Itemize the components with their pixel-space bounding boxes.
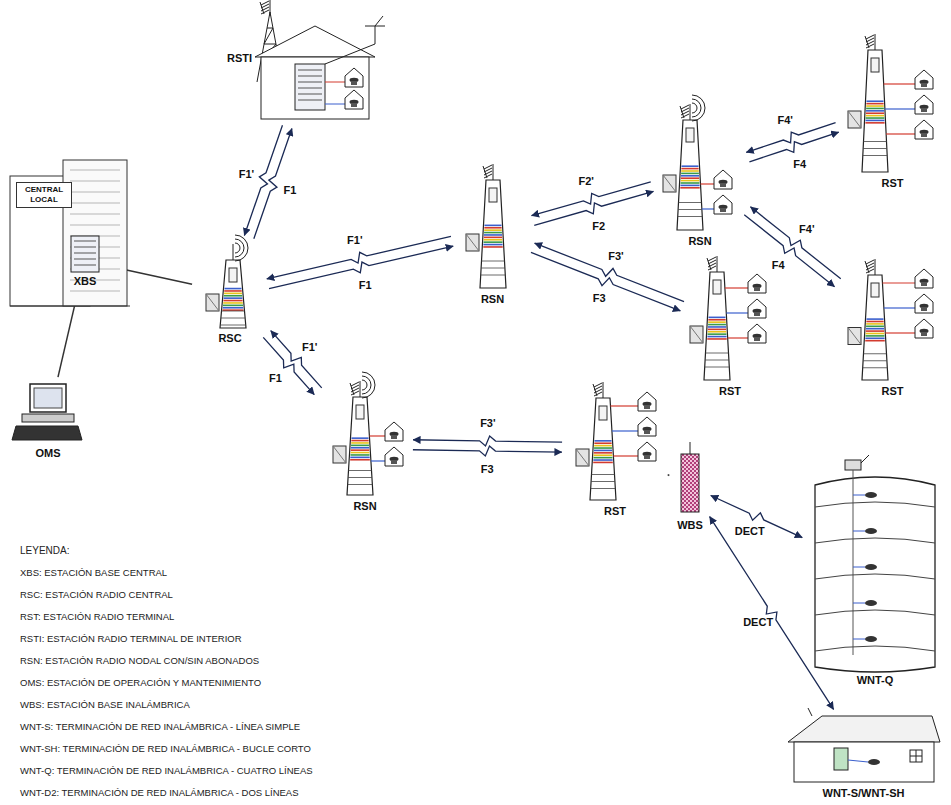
radio-link — [746, 123, 835, 153]
radio-link — [750, 207, 840, 279]
radio-station: RSN — [320, 375, 410, 513]
legend-entry: WBS: ESTACIÓN BASE INALÁMBRICA — [20, 694, 313, 716]
station-label: RSTI — [227, 52, 252, 65]
frequency-label: DECT — [733, 525, 767, 537]
frequency-label: F4' — [776, 114, 795, 126]
equipment-node: RSTI — [225, 12, 390, 124]
station-illustration — [225, 12, 390, 124]
frequency-label: F4' — [797, 223, 816, 235]
frequency-label: F1 — [357, 279, 374, 291]
radio-station: RST — [840, 28, 945, 190]
radio-station: RSC — [195, 240, 265, 345]
radio-link — [535, 243, 684, 302]
radio-station: RSN — [455, 158, 530, 306]
frequency-label: F1' — [237, 168, 256, 180]
station-label: RSN — [481, 293, 504, 306]
equipment-node: WNT-S/WNT-SH — [782, 712, 945, 800]
legend-entry: RSN: ESTACIÓN RADIO NODAL CON/SIN ABONAD… — [20, 650, 313, 672]
legend-entry: RST: ESTACIÓN RADIO TERMINAL — [20, 606, 313, 628]
wire — [668, 474, 670, 476]
radio-link — [413, 436, 562, 446]
radio-station: RSN — [655, 98, 745, 248]
frequency-label: F3' — [606, 250, 625, 262]
equipment-node: WNT-Q — [805, 455, 945, 687]
equipment-node: XBS — [66, 234, 104, 288]
station-illustration — [805, 455, 945, 687]
frequency-label: F1 — [281, 184, 298, 196]
radio-station: RST — [565, 378, 665, 518]
station-label: RSC — [218, 332, 241, 345]
legend-entry: OMS: ESTACIÓN DE OPERACIÓN Y MANTENIMIEN… — [20, 672, 313, 694]
station-illustration — [320, 375, 410, 513]
station-label: CENTRAL LOCAL — [16, 182, 72, 208]
legend-box: LEYENDA:XBS: ESTACIÓN BASE CENTRALRSC: E… — [20, 540, 313, 804]
frequency-label: F1' — [345, 234, 364, 246]
frequency-label: F4 — [791, 158, 808, 170]
frequency-label: F2 — [590, 220, 607, 232]
station-illustration — [655, 98, 745, 248]
station-illustration — [8, 158, 133, 308]
frequency-label: F4 — [770, 259, 787, 271]
station-label: WNT-Q — [857, 674, 894, 687]
legend-entry: WNT-S: TERMINACIÓN DE RED INALÁMBRICA - … — [20, 716, 313, 738]
legend-entry: WNT-SH: TERMINACIÓN DE RED INALÁMBRICA -… — [20, 738, 313, 760]
station-illustration — [782, 712, 945, 800]
frequency-label: F1' — [300, 341, 319, 353]
legend-entry: WNT-D2: TERMINACIÓN DE RED INALÁMBRICA -… — [20, 782, 313, 804]
frequency-label: F3 — [591, 292, 608, 304]
station-label: RST — [604, 505, 626, 518]
equipment-node: WBS — [672, 440, 708, 532]
frequency-label: F3' — [478, 417, 497, 429]
station-illustration — [685, 252, 775, 398]
station-label: RST — [719, 385, 741, 398]
radio-link — [711, 496, 803, 538]
station-label: RSN — [353, 500, 376, 513]
frequency-label: DECT — [741, 616, 775, 628]
legend-title: LEYENDA: — [20, 540, 313, 562]
station-illustration — [840, 28, 945, 190]
station-label: WBS — [677, 519, 703, 532]
station-illustration — [195, 240, 265, 345]
legend-entry: WNT-Q: TERMINACIÓN DE RED INALÁMBRICA - … — [20, 760, 313, 782]
station-label: OMS — [35, 447, 60, 460]
station-illustration — [672, 440, 708, 532]
frequency-label: F2' — [576, 175, 595, 187]
legend-entry: RSTI: ESTACIÓN RADIO TERMINAL DE INTERIO… — [20, 628, 313, 650]
station-label: RST — [882, 177, 904, 190]
station-illustration — [840, 255, 945, 398]
radio-station: RST — [685, 252, 775, 398]
station-label: RSN — [688, 235, 711, 248]
radio-station: RST — [840, 255, 945, 398]
station-illustration — [565, 378, 665, 518]
equipment-node: CENTRAL LOCAL XBS — [8, 158, 133, 308]
station-label: RST — [882, 385, 904, 398]
frequency-label: F3 — [479, 463, 496, 475]
station-label: WNT-S/WNT-SH — [823, 787, 905, 800]
legend-entry: RSC: ESTACIÓN RADIO CENTRAL — [20, 584, 313, 606]
station-illustration — [455, 158, 530, 306]
station-label: XBS — [74, 275, 97, 288]
equipment-node: OMS — [12, 380, 84, 460]
frequency-label: F1 — [267, 372, 284, 384]
radio-link — [413, 446, 562, 456]
legend-entry: XBS: ESTACIÓN BASE CENTRAL — [20, 562, 313, 584]
